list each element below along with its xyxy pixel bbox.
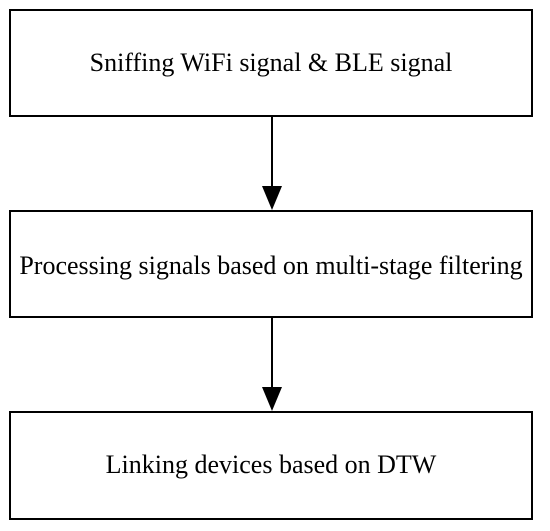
step-box-processing: Processing signals based on multi-stage …: [9, 210, 533, 318]
step-label-linking: Linking devices based on DTW: [105, 450, 437, 480]
arrow-2-to-3: [262, 318, 282, 411]
step-label-processing: Processing signals based on multi-stage …: [19, 250, 523, 280]
step-label-sniffing: Sniffing WiFi signal & BLE signal: [89, 47, 453, 77]
arrow-1-to-2: [262, 117, 282, 210]
step-box-sniffing: Sniffing WiFi signal & BLE signal: [9, 9, 533, 117]
step-box-linking: Linking devices based on DTW: [9, 411, 533, 520]
arrowhead-icon: [262, 186, 282, 210]
arrowhead-icon: [262, 387, 282, 411]
